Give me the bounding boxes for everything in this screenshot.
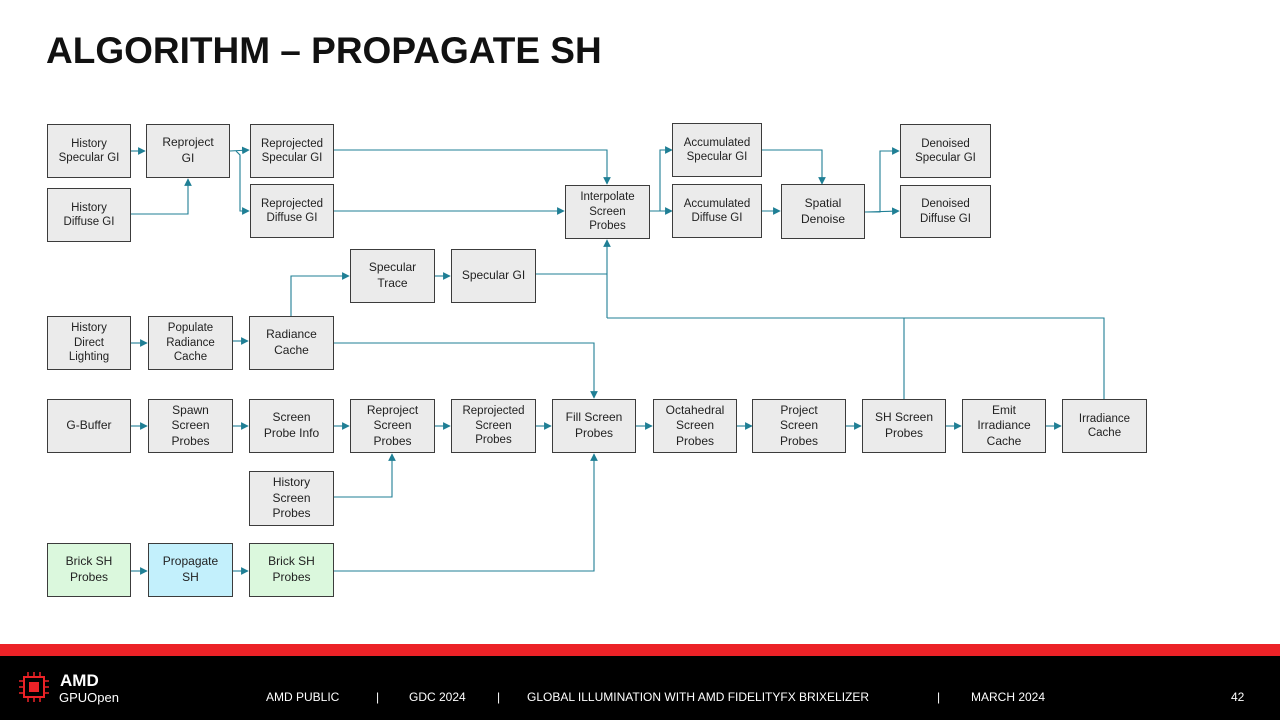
node-brick-sh-probes-output: Brick SH Probes: [249, 543, 334, 597]
footer-red-bar: [0, 644, 1280, 656]
footer-date: MARCH 2024: [971, 690, 1046, 704]
page-number: 42: [1231, 690, 1245, 704]
node-history-diffuse-gi: History Diffuse GI: [47, 188, 131, 242]
footer-separator: |: [376, 690, 380, 704]
edge-reprojected-specular-to-interpolate: [334, 149, 611, 185]
node-spatial-denoise: Spatial Denoise: [781, 184, 865, 239]
edge-reproject-to-reprojected-specular: [229, 146, 250, 155]
edge-reproject-to-reprojected-diffuse: [235, 150, 250, 215]
node-propagate-sh: Propagate SH: [148, 543, 233, 597]
node-denoised-diffuse-gi: Denoised Diffuse GI: [900, 185, 991, 238]
edge-history-diffuse-to-reproject: [131, 178, 192, 215]
edge-irradiance-cache-feedback: [607, 317, 1105, 399]
node-interpolate-screen-probes: Interpolate Screen Probes: [565, 185, 650, 239]
edge-accumulated-specular-to-denoise: [762, 149, 826, 185]
node-spawn-screen-probes: Spawn Screen Probes: [148, 399, 233, 453]
edge-radiance-cache-to-specular-trace: [290, 272, 350, 316]
node-accumulated-diffuse-gi: Accumulated Diffuse GI: [672, 184, 762, 238]
node-reproject-gi: Reproject GI: [146, 124, 230, 178]
node-specular-gi: Specular GI: [451, 249, 536, 303]
node-reprojected-specular-gi: Reprojected Specular GI: [250, 124, 334, 178]
node-history-screen-probes: History Screen Probes: [249, 471, 334, 526]
node-emit-irradiance-cache: Emit Irradiance Cache: [962, 399, 1046, 453]
footer-bar: [0, 656, 1280, 720]
gpuopen-logo-text: GPUOpen: [59, 690, 119, 705]
node-brick-sh-probes-input: Brick SH Probes: [47, 543, 131, 597]
edge-denoise-to-denoised-specular: [865, 147, 900, 213]
slide-title: ALGORITHM – PROPAGATE SH: [46, 30, 602, 71]
node-reprojected-diffuse-gi: Reprojected Diffuse GI: [250, 184, 334, 238]
footer-separator: |: [937, 690, 941, 704]
edge-history-probes-to-reproject: [334, 453, 396, 498]
node-denoised-specular-gi: Denoised Specular GI: [900, 124, 991, 178]
node-history-direct-lighting: History Direct Lighting: [47, 316, 131, 370]
footer-classification: AMD PUBLIC: [266, 690, 340, 704]
node-g-buffer: G-Buffer: [47, 399, 131, 453]
amd-chip-icon: [19, 672, 49, 702]
edge-brick-to-fill: [334, 453, 598, 572]
node-reprojected-screen-probes: Reprojected Screen Probes: [451, 399, 536, 453]
node-sh-screen-probes: SH Screen Probes: [862, 399, 946, 453]
amd-logo-text: AMD: [60, 671, 99, 690]
node-screen-probe-info: Screen Probe Info: [249, 399, 334, 453]
node-irradiance-cache: Irradiance Cache: [1062, 399, 1147, 453]
node-project-screen-probes: Project Screen Probes: [752, 399, 846, 453]
node-populate-radiance-cache: Populate Radiance Cache: [148, 316, 233, 370]
footer-separator: |: [497, 690, 501, 704]
edge-denoise-to-denoised-diffuse: [864, 207, 900, 216]
edge-radiance-cache-to-fill: [334, 342, 598, 399]
node-octahedral-screen-probes: Octahedral Screen Probes: [653, 399, 737, 453]
node-accumulated-specular-gi: Accumulated Specular GI: [672, 123, 762, 177]
edge-interpolate-to-accumulated-specular: [650, 146, 673, 212]
footer-event: GDC 2024: [409, 690, 466, 704]
node-radiance-cache: Radiance Cache: [249, 316, 334, 370]
node-history-specular-gi: History Specular GI: [47, 124, 131, 178]
node-fill-screen-probes: Fill Screen Probes: [552, 399, 636, 453]
footer-talk-title: GLOBAL ILLUMINATION WITH AMD FIDELITYFX …: [527, 690, 870, 704]
node-reproject-screen-probes: Reproject Screen Probes: [350, 399, 435, 453]
node-specular-trace: Specular Trace: [350, 249, 435, 303]
